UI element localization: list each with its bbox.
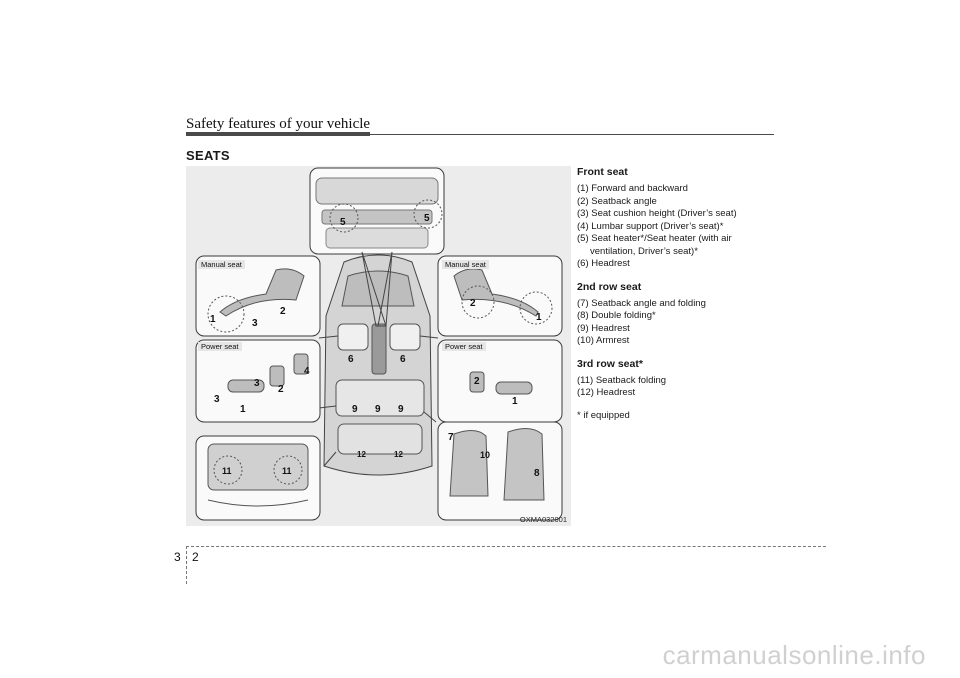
svg-text:5: 5: [340, 217, 346, 228]
seat-legend: Front seat (1) Forward and backward (2) …: [577, 166, 777, 421]
header-rule-thin: [370, 134, 774, 135]
svg-text:1: 1: [240, 404, 246, 415]
page-header: Safety features of your vehicle: [186, 112, 774, 138]
svg-text:10: 10: [480, 450, 490, 460]
svg-text:11: 11: [222, 466, 232, 476]
legend-item: (2) Seatback angle: [577, 195, 657, 207]
svg-text:9: 9: [375, 404, 381, 415]
legend-item: (9) Headrest: [577, 322, 630, 334]
page-footer: 3 2: [0, 544, 960, 584]
svg-text:1: 1: [536, 312, 542, 323]
second-row-heading: 2nd row seat: [577, 280, 642, 293]
legend-item: (4) Lumbar support (Driver’s seat)*: [577, 220, 724, 232]
legend-item: (5) Seat heater*/Seat heater (with air v…: [577, 233, 732, 257]
legend-item: (10) Armrest: [577, 335, 630, 346]
svg-text:2: 2: [470, 298, 476, 309]
svg-text:2: 2: [474, 376, 480, 387]
dashboard-panel: 5 5: [309, 167, 445, 255]
page-number-page: 2: [192, 550, 199, 564]
label-manual-seat-right: Manual seat: [442, 260, 489, 269]
right-manual-seat-panel: 2 1: [437, 255, 563, 337]
left-power-seat-panel: 3 2 4 3 1: [195, 339, 321, 423]
left-third-row-panel: 11 11: [195, 435, 321, 521]
svg-text:3: 3: [252, 318, 258, 329]
second-row-group: 2nd row seat (7) Seatback angle and fold…: [577, 281, 777, 348]
legend-item: (3) Seat cushion height (Driver’s seat): [577, 208, 737, 219]
svg-text:9: 9: [352, 404, 358, 415]
legend-item: (1) Forward and backward: [577, 183, 688, 194]
seat-diagram-svg: 5 5 6 6 9 9 9 12 12: [195, 167, 563, 521]
label-power-seat-left: Power seat: [198, 342, 242, 351]
svg-text:2: 2: [280, 306, 286, 317]
label-power-seat-right: Power seat: [442, 342, 486, 351]
svg-text:1: 1: [210, 314, 216, 325]
svg-text:4: 4: [304, 366, 310, 377]
footer-rule: [186, 546, 826, 547]
legend-item: (11) Seatback folding: [577, 374, 667, 386]
svg-text:3: 3: [214, 394, 220, 405]
header-title: Safety features of your vehicle: [186, 116, 371, 132]
legend-item: (8) Double folding*: [577, 310, 656, 321]
svg-text:9: 9: [398, 404, 404, 415]
svg-text:6: 6: [400, 354, 406, 365]
svg-text:12: 12: [357, 450, 366, 459]
footnote: * if equipped: [577, 409, 630, 421]
car-top-view: 6 6 9 9 9 12 12: [318, 251, 439, 476]
footer-divider: [186, 546, 187, 584]
legend-item: (6) Headrest: [577, 258, 630, 269]
left-manual-seat-panel: 1 3 2: [195, 255, 321, 337]
right-second-row-panel: 7 10 8: [437, 421, 563, 521]
svg-text:3: 3: [254, 378, 260, 389]
right-power-seat-panel: 2 1: [437, 339, 563, 423]
front-seat-heading: Front seat: [577, 166, 628, 178]
seat-diagram-figure: 5 5 6 6 9 9 9 12 12: [186, 166, 571, 526]
third-row-group: 3rd row seat* (11) Seatback folding (12)…: [577, 358, 777, 400]
svg-text:12: 12: [394, 450, 403, 459]
legend-item: (12) Headrest: [577, 387, 636, 398]
svg-text:5: 5: [424, 213, 430, 224]
section-title: SEATS: [186, 148, 230, 163]
label-manual-seat-left: Manual seat: [198, 260, 245, 269]
svg-text:2: 2: [278, 384, 284, 395]
third-row-heading: 3rd row seat*: [577, 357, 643, 370]
legend-item: (7) Seatback angle and folding: [577, 297, 706, 309]
front-seat-group: Front seat (1) Forward and backward (2) …: [577, 166, 777, 271]
page-number-section: 3: [174, 550, 181, 564]
svg-text:1: 1: [512, 396, 518, 407]
svg-text:11: 11: [282, 466, 292, 476]
header-rule-thick: [186, 132, 370, 136]
svg-text:8: 8: [534, 468, 540, 479]
watermark-text: carmanualsonline.info: [662, 640, 926, 670]
figure-code: OXMA032001: [519, 515, 567, 524]
svg-text:7: 7: [448, 432, 454, 443]
svg-text:6: 6: [348, 354, 354, 365]
